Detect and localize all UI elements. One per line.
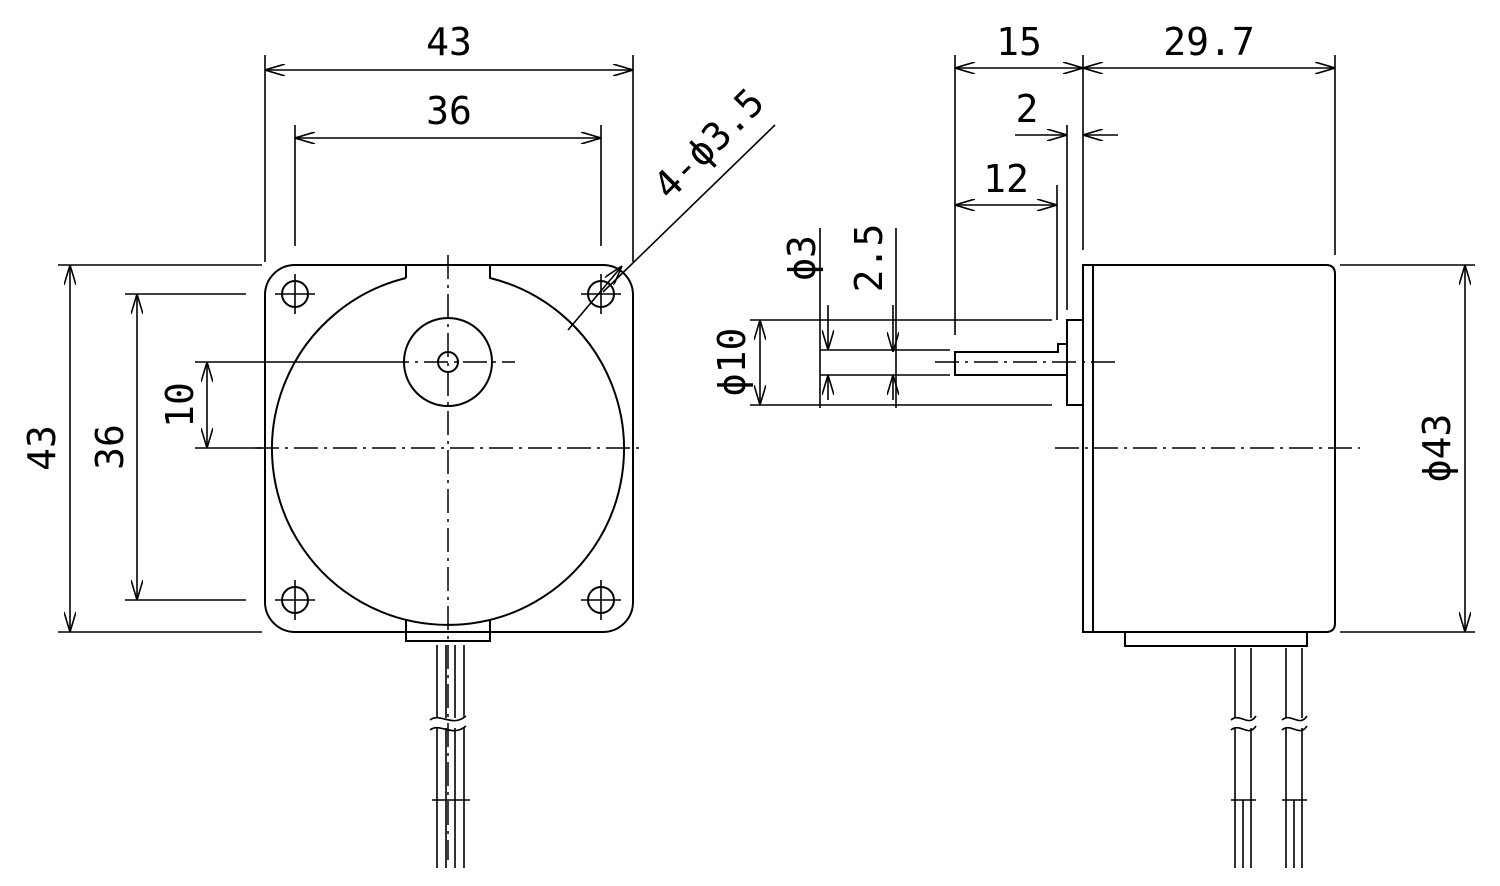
front-lead-wires	[429, 645, 470, 868]
side-terminal-box	[1124, 632, 1308, 647]
front-extension-lines	[58, 55, 634, 633]
label-body-length-29-7: 29.7	[1163, 20, 1255, 64]
label-boss-2: 2	[1016, 87, 1039, 131]
front-centerlines	[255, 255, 645, 860]
side-lead-wires	[1230, 648, 1308, 868]
motor-body-outline	[271, 264, 625, 642]
front-view: 43 36 43 36 10 4-ϕ3.5	[20, 20, 776, 868]
side-flange-plate	[1082, 264, 1094, 633]
label-shaft-length-15: 15	[996, 20, 1042, 64]
hole-leader	[602, 124, 776, 293]
label-hole-spacing-36-v: 36	[88, 424, 132, 470]
label-boss-phi10: ϕ10	[710, 328, 754, 397]
side-extension-lines	[750, 55, 1475, 633]
label-shaft-phi3: ϕ3	[780, 235, 824, 281]
label-hole-spacing-36: 36	[426, 89, 472, 133]
mounting-holes	[275, 274, 621, 620]
label-flat-2-5: 2.5	[847, 224, 891, 293]
label-flat-length-12: 12	[983, 157, 1029, 201]
label-width-43: 43	[426, 20, 472, 64]
label-shaft-offset-10: 10	[158, 382, 202, 428]
side-centerlines	[935, 361, 1360, 449]
side-shaft	[954, 343, 1067, 376]
label-height-43: 43	[20, 425, 64, 471]
label-body-phi43: ϕ43	[1415, 414, 1459, 483]
side-view: 15 29.7 2 12 ϕ3 2.5 ϕ10 ϕ43	[710, 20, 1475, 868]
